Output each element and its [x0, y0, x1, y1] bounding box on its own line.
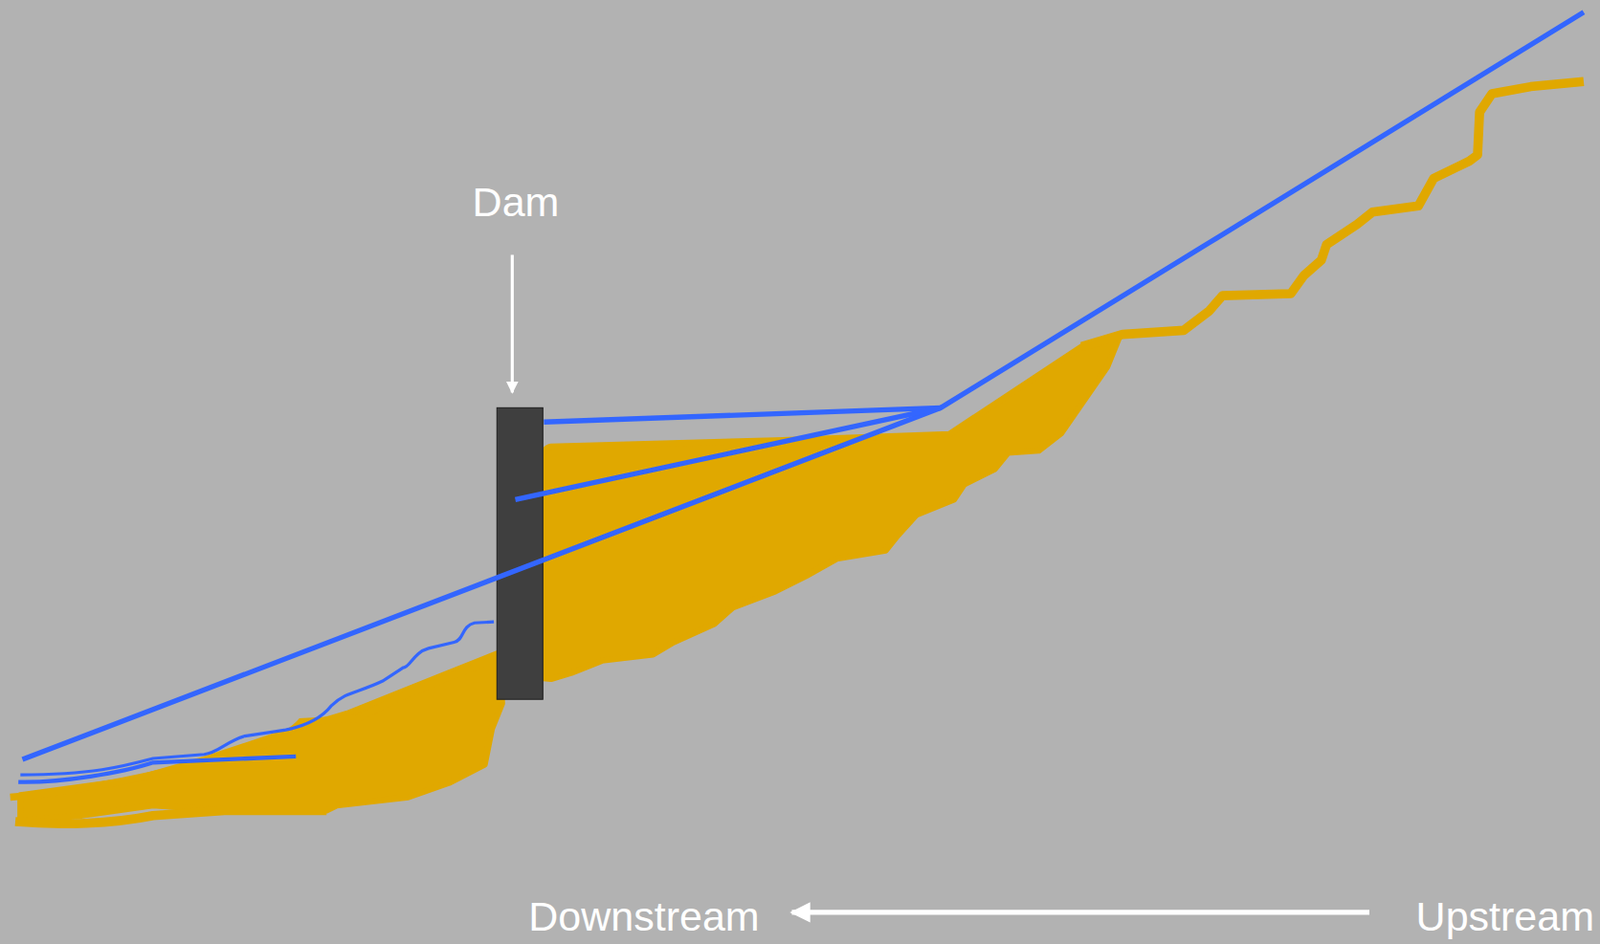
downstream-water — [20, 622, 494, 776]
flow-arrow — [791, 910, 1370, 915]
dam-label: Dam — [472, 181, 560, 223]
water-line — [22, 12, 1583, 760]
downstream-bed-lower — [15, 810, 327, 824]
upstream-sediment — [539, 334, 1121, 680]
dam-wall — [496, 407, 543, 700]
reservoir-level — [514, 407, 941, 500]
upstream-bed — [1081, 81, 1584, 347]
pointer-arrow — [511, 254, 514, 393]
downstream-sediment — [20, 652, 502, 822]
direction-label: Upstream — [1416, 896, 1595, 938]
direction-label: Downstream — [528, 896, 759, 938]
downstream-water — [18, 756, 296, 783]
